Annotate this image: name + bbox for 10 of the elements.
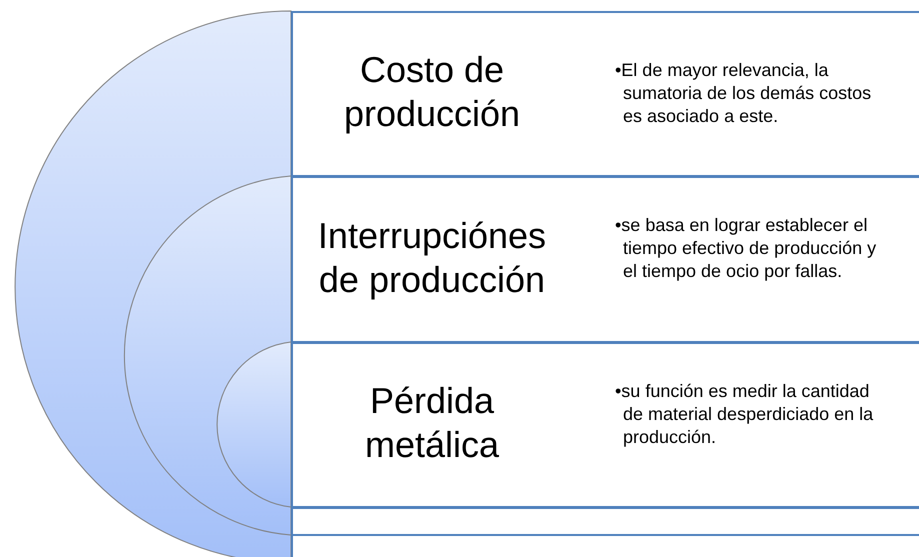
empty-row-box — [291, 507, 919, 536]
bullet-text: •su función es medir la cantidad de material desperdiciado en la producción. — [615, 380, 874, 449]
bullet-text: •El de mayor relevancia, la sumatoria de los demás costos es asociado a este. — [615, 59, 872, 128]
list-row — [291, 11, 919, 177]
bullet-text: •se basa en lograr establecer el tiempo efectivo de producción y el tiempo de ocio por fallas. — [615, 214, 878, 283]
row-heading: Costo de producción — [342, 48, 522, 136]
row-heading: Pérdida metálica — [364, 379, 500, 467]
list-row — [291, 176, 919, 343]
row-heading: Interrupciónes de producción — [316, 214, 548, 302]
list-row — [291, 342, 919, 508]
